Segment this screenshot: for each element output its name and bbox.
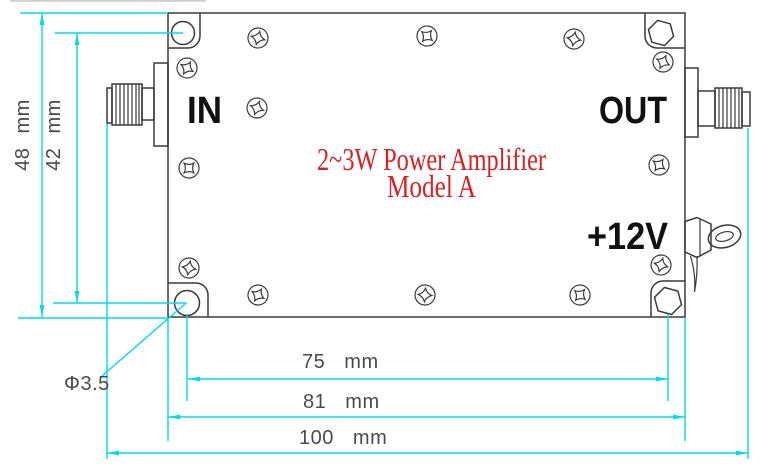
mounting-hole-top-right xyxy=(647,19,675,47)
lug-bottom-left xyxy=(168,282,209,317)
sma-threads-left xyxy=(115,84,140,125)
label-power-supply: +12V xyxy=(587,216,669,258)
device-title-line2: Model A xyxy=(387,168,476,204)
dimension-label-81mm: 81 mm xyxy=(303,391,380,413)
lug-top-left xyxy=(168,13,201,49)
dimension-label-hole-diameter: Φ3.5 xyxy=(64,373,110,395)
lug-bottom-right xyxy=(650,280,685,317)
mounting-hole-bottom-right xyxy=(653,286,683,316)
wire-pin xyxy=(689,255,698,293)
sma-connector-input xyxy=(106,62,169,147)
sma-connector-output xyxy=(684,67,751,138)
sma-threads-right xyxy=(718,88,740,128)
dimension-label-75mm: 75 mm xyxy=(302,351,379,373)
dimension-lines xyxy=(18,12,749,459)
lug-top-right xyxy=(644,13,685,49)
wire-loop xyxy=(707,224,742,249)
screenshot-artifact-line xyxy=(10,0,206,2)
dimension-label-48mm: 48 mm xyxy=(12,99,34,171)
label-input-port: IN xyxy=(187,90,222,132)
dimension-label-100mm: 100 mm xyxy=(299,427,387,449)
device-title-line1: 2~3W Power Amplifier xyxy=(317,141,546,177)
dimension-label-42mm: 42 mm xyxy=(43,99,65,171)
label-output-port: OUT xyxy=(599,90,667,132)
power-feedthrough xyxy=(684,216,742,293)
